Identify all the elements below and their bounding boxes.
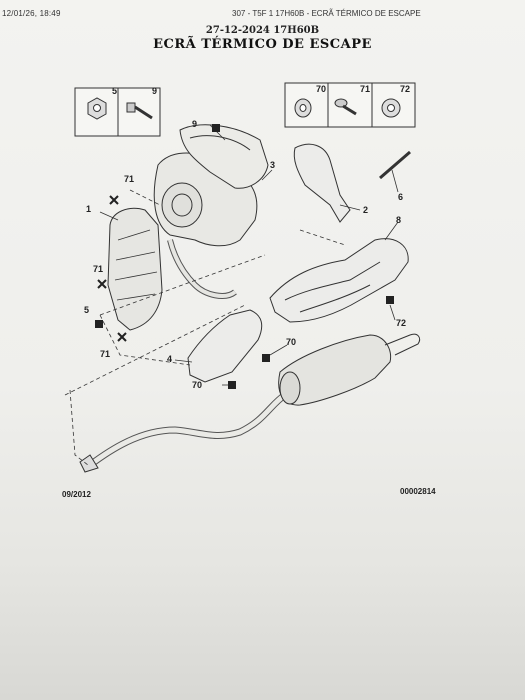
callout-4: 4 — [167, 354, 172, 364]
document-title: ECRÃ TÉRMICO DE ESCAPE — [153, 37, 372, 52]
callout-72: 72 — [396, 318, 406, 328]
stud — [379, 150, 411, 180]
diagram-reference-number: 00002814 — [400, 487, 436, 496]
callout-5: 5 — [84, 305, 89, 315]
callout-6: 6 — [398, 192, 403, 202]
marker-part-72 — [386, 296, 394, 304]
heat-shield-underfloor — [269, 238, 409, 323]
bracket-heat-shield — [293, 143, 351, 223]
parts-box-left-label-9: 9 — [152, 86, 157, 96]
marker-part-70a — [262, 354, 270, 362]
marker-part-9 — [212, 124, 220, 132]
callout-70-lower: 70 — [192, 380, 202, 390]
callout-9: 9 — [192, 119, 197, 129]
parts-box-right-label-71: 71 — [360, 84, 370, 94]
catalytic-converter-shield — [107, 207, 163, 331]
callout-71-top: 71 — [124, 174, 134, 184]
bolt-icon — [126, 102, 153, 120]
callout-71-bottom: 71 — [100, 349, 110, 359]
callout-1: 1 — [86, 204, 91, 214]
document-date-code: 27-12-2024 17H60B — [205, 25, 320, 36]
cross-marker-71b — [97, 279, 107, 289]
callout-2: 2 — [363, 205, 368, 215]
print-timestamp: 12/01/26, 18:49 — [2, 9, 61, 18]
marker-part-5 — [95, 320, 103, 328]
callout-3: 3 — [270, 160, 275, 170]
flange-bolt-icon — [334, 98, 357, 116]
callout-8: 8 — [396, 215, 401, 225]
print-page-title: 307 - T5F 1 17H60B - ECRÃ TÉRMICO DE ESC… — [232, 9, 421, 18]
heat-shield-rear — [187, 309, 263, 383]
cross-marker-71c — [117, 332, 127, 342]
parts-box-right-label-70: 70 — [316, 84, 326, 94]
marker-part-70b — [228, 381, 236, 389]
cross-marker-71a — [109, 195, 119, 205]
edition-date: 09/2012 — [62, 490, 91, 499]
parts-box-left-label-5: 5 — [112, 86, 117, 96]
callout-70-upper: 70 — [286, 337, 296, 347]
flange-nut-icon — [381, 98, 401, 118]
callout-71-middle: 71 — [93, 264, 103, 274]
exhaust-pipe-silencer — [79, 333, 421, 473]
washer-icon — [294, 98, 312, 118]
parts-box-right-label-72: 72 — [400, 84, 410, 94]
